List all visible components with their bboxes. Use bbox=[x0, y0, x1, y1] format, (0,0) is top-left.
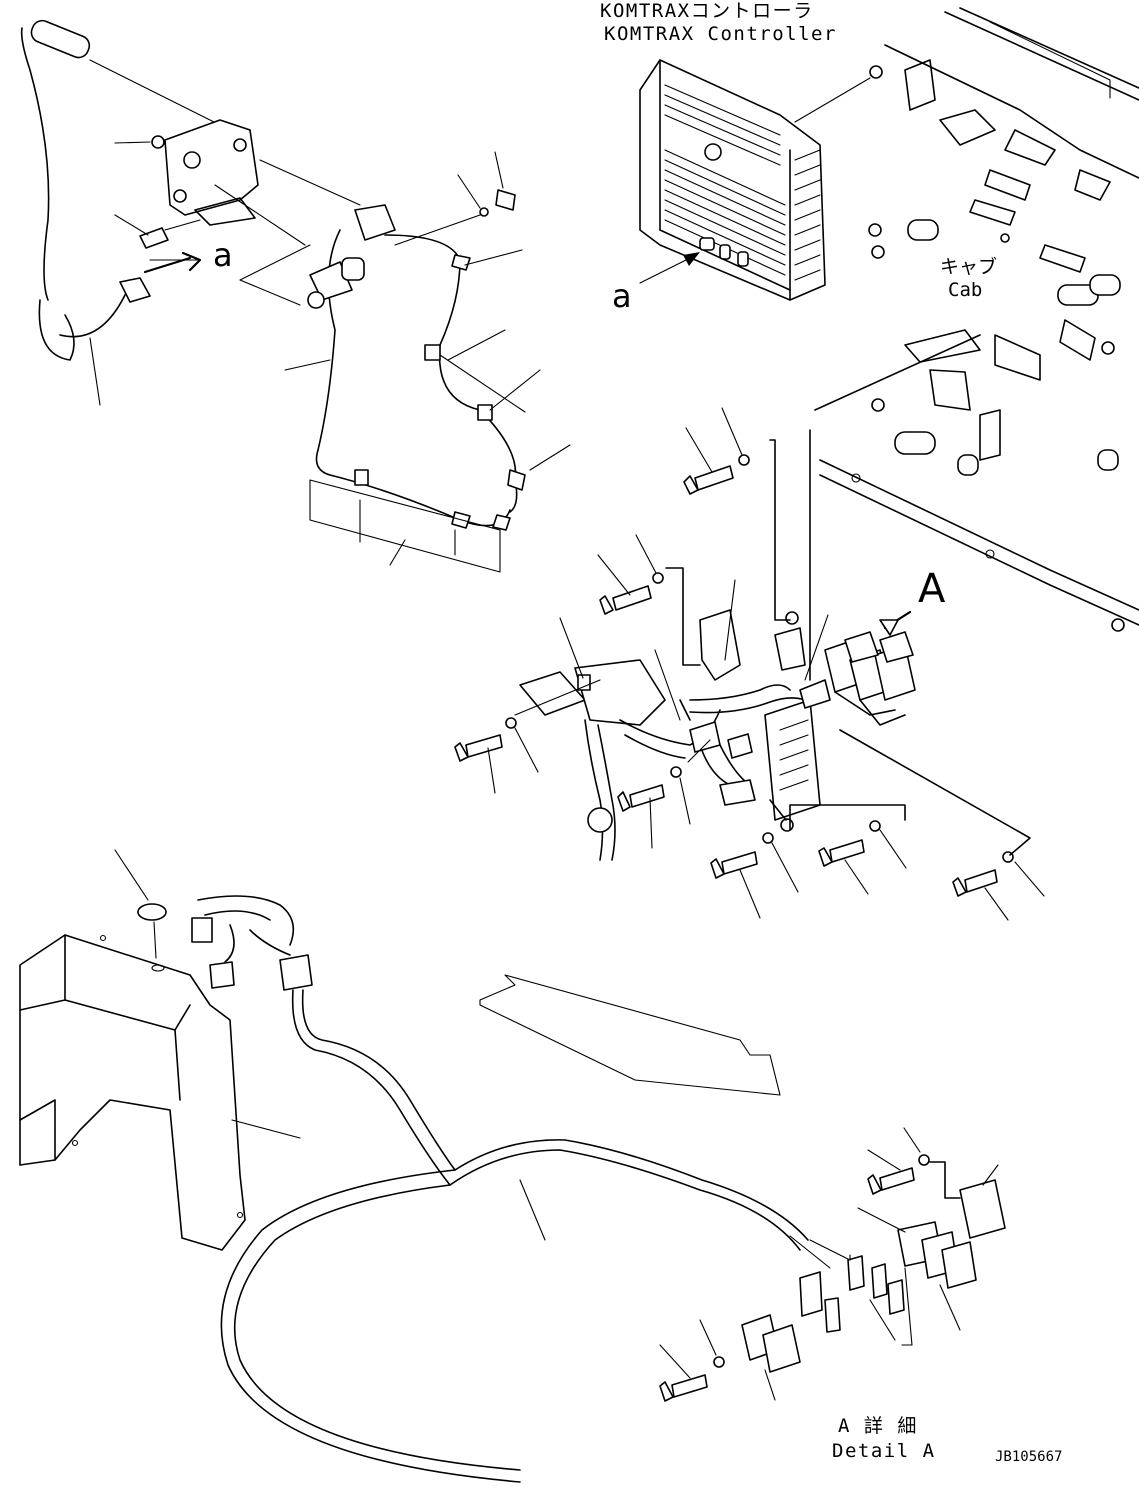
console-stand bbox=[19, 849, 301, 1251]
detail-A-assembly bbox=[659, 1127, 1006, 1402]
antenna-bracket bbox=[114, 119, 361, 306]
ref-a-left: a bbox=[213, 236, 233, 274]
komtrax-controller bbox=[639, 59, 883, 301]
relay-block-A bbox=[804, 610, 916, 726]
ref-a-right: a bbox=[612, 277, 632, 315]
drawing-number: JB105667 bbox=[995, 1449, 1062, 1465]
main-harness bbox=[519, 609, 831, 861]
controller-label-jp: KOMTRAXコントローラ bbox=[600, 0, 814, 22]
cab-label-jp: キャブ bbox=[940, 255, 997, 278]
antenna-cable-harness bbox=[284, 151, 571, 573]
detail-marker: A bbox=[918, 566, 946, 612]
antenna-assembly bbox=[20, 19, 231, 406]
detail-label-en: Detail A bbox=[832, 1440, 936, 1462]
cab-frame bbox=[809, 7, 1139, 681]
detail-label-jp: A 詳 細 bbox=[838, 1415, 918, 1437]
text-labels: KOMTRAXコントローラ KOMTRAX Controller キャブ Cab… bbox=[213, 0, 1062, 1465]
console-harness bbox=[191, 895, 809, 1483]
bolts-washers bbox=[454, 407, 1045, 921]
reference-arrow bbox=[639, 252, 700, 284]
cab-label-en: Cab bbox=[948, 279, 982, 301]
controller-label-en: KOMTRAX Controller bbox=[604, 23, 837, 45]
